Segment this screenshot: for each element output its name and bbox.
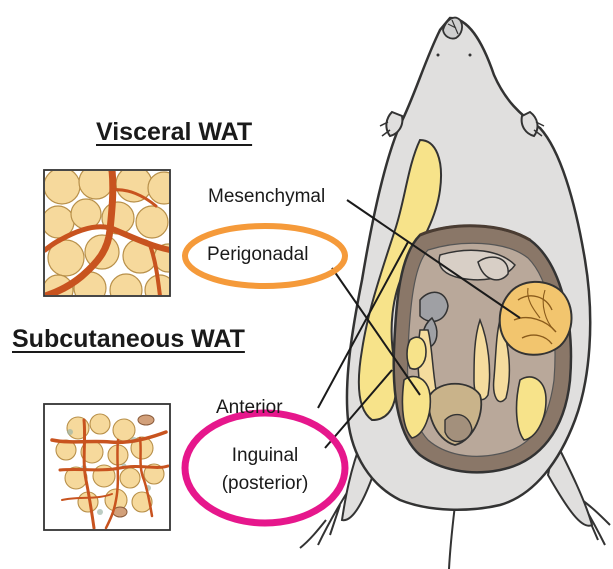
subcutaneous-tissue-icon [44, 404, 170, 530]
perigonadal-label: Perigonadal [207, 244, 308, 266]
inguinal-label-line1: Inguinal [205, 445, 325, 467]
inguinal-label: Inguinal (posterior) [205, 445, 325, 495]
inguinal-label-line2: (posterior) [205, 473, 325, 495]
mouse-dissection-icon [300, 18, 610, 569]
visceral-tissue-icon [42, 165, 182, 306]
anterior-label: Anterior [216, 397, 283, 419]
mesenchymal-label: Mesenchymal [208, 186, 325, 208]
subcutaneous-wat-heading: Subcutaneous WAT [12, 325, 245, 354]
visceral-wat-heading: Visceral WAT [96, 118, 252, 147]
